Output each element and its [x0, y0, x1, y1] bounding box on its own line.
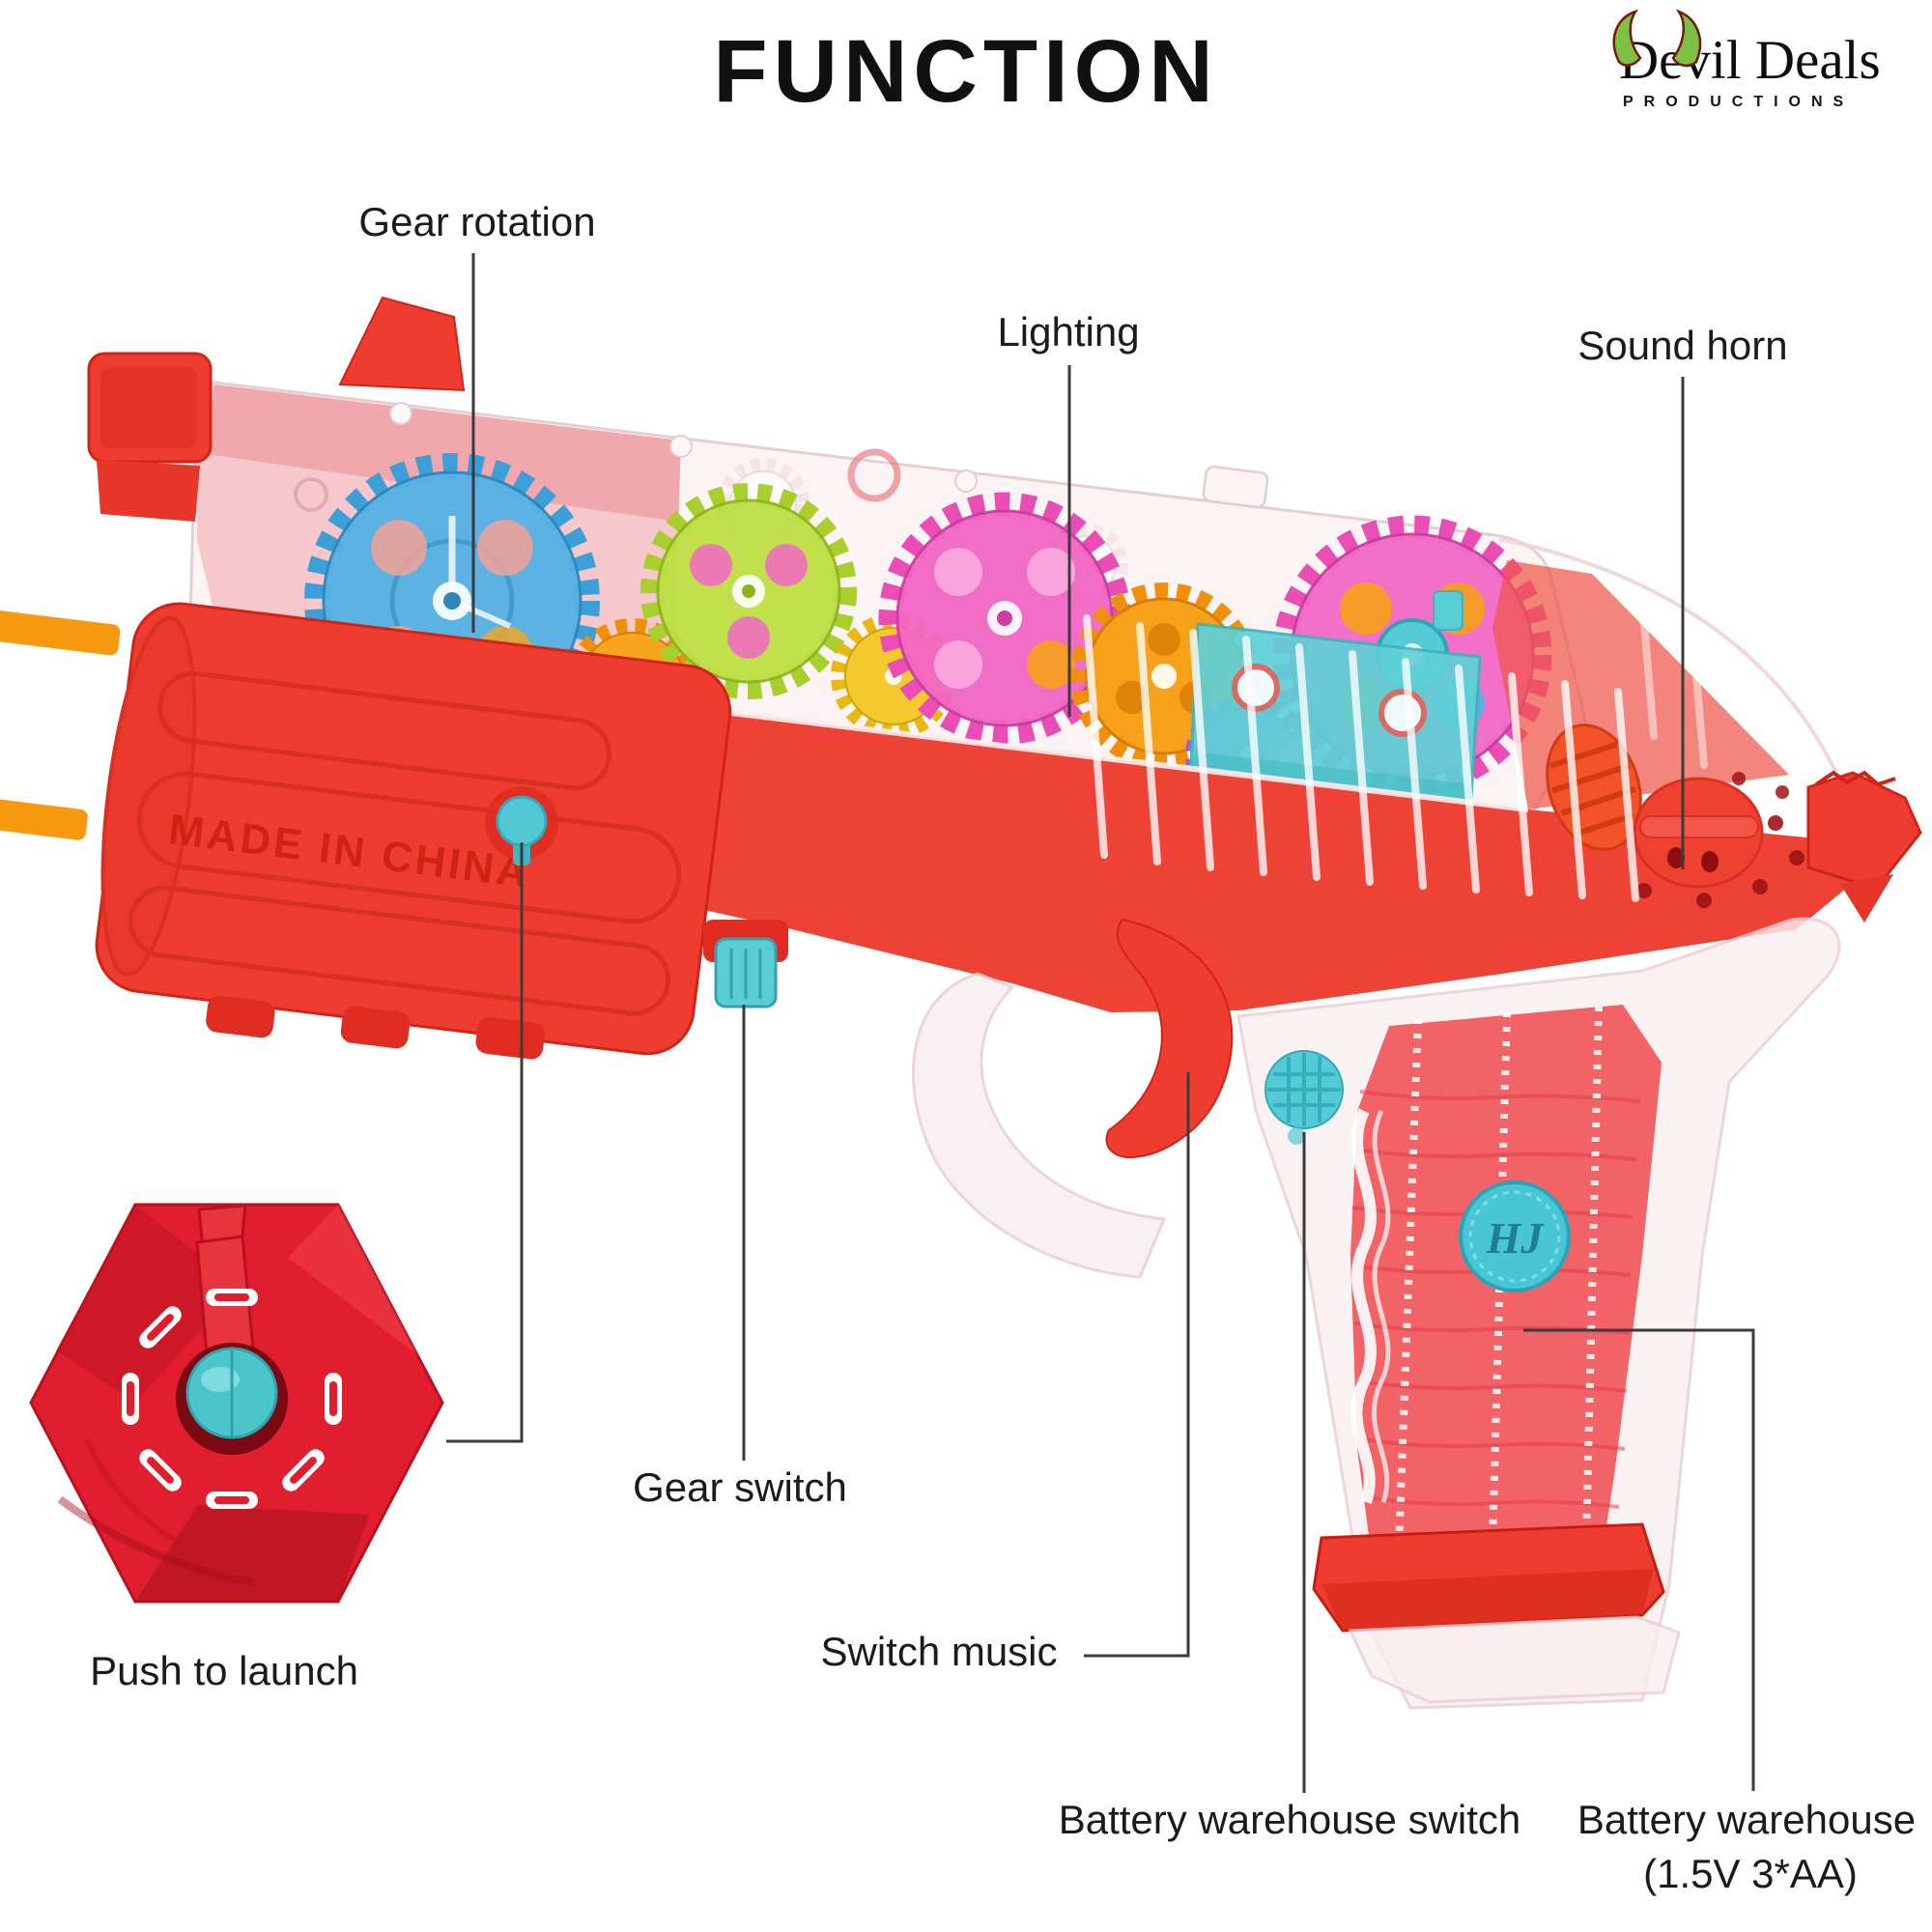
callout-line-switch-music: [1084, 1072, 1190, 1658]
rear-spur: [1806, 770, 1922, 923]
grip-badge: HJ: [1459, 1180, 1571, 1293]
label-battery-warehouse: Battery warehouse: [1577, 1797, 1917, 1842]
brand-logo: Devil Deals PRODUCTIONS: [1612, 10, 1928, 111]
finger-grooves: [1350, 1108, 1377, 1505]
dart-stem: [0, 602, 121, 656]
rear-sight: [1202, 465, 1269, 509]
trigger-guard: [912, 972, 1167, 1279]
hexagon-inset: [29, 1203, 444, 1604]
battery-switch-button: [1264, 1050, 1344, 1145]
callout-line-push-to-launch: [446, 842, 524, 1443]
label-gear-switch: Gear switch: [633, 1464, 847, 1510]
label-battery-warehouse-switch: Battery warehouse switch: [1058, 1797, 1521, 1842]
callout-lines: [446, 253, 1755, 1793]
label-sound-horn: Sound horn: [1577, 323, 1788, 368]
label-battery-warehouse-spec: (1.5V 3*AA): [1643, 1851, 1858, 1896]
page-title: FUNCTION: [713, 22, 1219, 121]
speaker-sound-horn: [1633, 772, 1804, 908]
gear-switch-button: [703, 920, 788, 1009]
callout-line-battery-warehouse: [1523, 1328, 1755, 1791]
grip-badge-text: HJ: [1486, 1213, 1546, 1263]
label-gear-rotation: Gear rotation: [358, 199, 596, 244]
label-lighting: Lighting: [997, 309, 1140, 355]
devil-horns-icon: [1612, 10, 1702, 68]
label-switch-music: Switch music: [820, 1629, 1058, 1674]
brand-subtitle: PRODUCTIONS: [1623, 94, 1855, 110]
gun: MADE IN CHINA: [0, 296, 1922, 1710]
gear-lime: [640, 483, 857, 699]
grip-bottom-cap: [1348, 1615, 1681, 1704]
clear-ribs: [1083, 597, 1708, 902]
grip: HJ: [1236, 917, 1841, 1710]
label-push-to-launch: Push to launch: [90, 1648, 358, 1693]
launcher: MADE IN CHINA: [0, 602, 732, 1060]
brand-name: Devil Deals: [1619, 30, 1881, 91]
trigger: [1105, 918, 1234, 1159]
inset-dash-ring: [122, 1289, 342, 1509]
dart-stem-2: [0, 784, 88, 840]
front-sight: [338, 296, 466, 392]
